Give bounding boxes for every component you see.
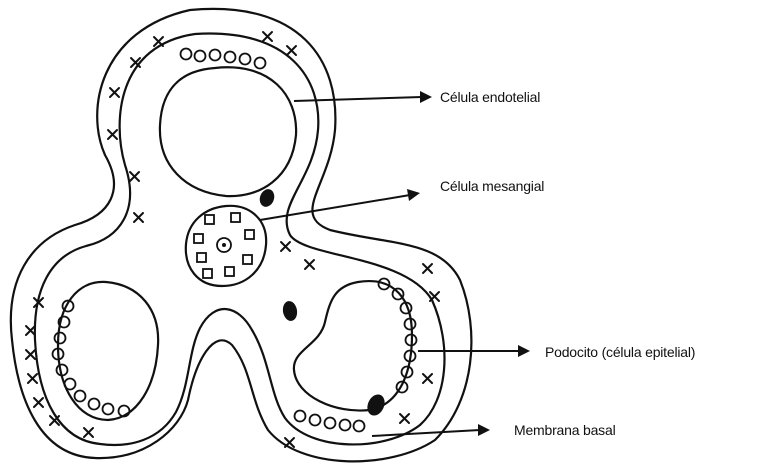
mesangial-square [197,253,206,262]
mesangial-square [245,230,254,239]
x-mark-icon [130,172,139,181]
x-mark-icon [287,46,296,55]
endothelial-circle [325,418,336,429]
mesangial-square [231,213,240,222]
nucleus-icon [364,392,388,419]
endothelial-circle [255,58,266,69]
x-mark-icon [263,32,272,41]
endothelial-circle [195,51,206,62]
x-mark-icon [28,374,37,383]
x-mark-icon [26,326,35,335]
label-endothelial-cell: Célula endotelial [440,89,540,105]
mesangial-nucleus-dot [222,243,226,247]
arrow-right-icon [407,189,420,201]
mesangial-square [225,267,234,276]
x-mark-icon [400,414,409,423]
x-mark-icon [281,242,290,251]
endothelial-circle [240,54,251,65]
x-mark-icon [423,264,432,273]
endothelial-circle [75,391,86,402]
right-capillary-lumen [294,281,412,410]
mesangial-square [203,269,212,278]
endothelial-circle [295,411,306,422]
nucleus-icon [281,300,298,322]
arrow-right-icon [478,424,490,436]
x-mark-icon [84,428,93,437]
x-mark-icon [34,398,43,407]
label-basement-membrane: Membrana basal [514,422,615,438]
x-mark-icon [305,260,314,269]
arrow-line-endothelial [294,97,422,101]
x-mark-icon [430,292,439,301]
mesangial-square [194,234,203,243]
endothelial-circle [310,415,321,426]
x-mark-icon [26,350,35,359]
endothelial-circle [225,52,236,63]
endothelial-circle [103,404,114,415]
arrow-line-membrane [372,430,480,436]
endothelial-circle [393,289,404,300]
x-mark-icon [423,374,432,383]
x-mark-icon [285,438,294,447]
upper-capillary-lumen [160,67,296,196]
endothelial-circle [210,50,221,61]
endothelial-circle [340,420,351,431]
x-mark-icon [134,213,143,222]
outer-epithelial-outline [11,9,472,461]
endothelial-circle [55,333,66,344]
x-mark-icon [154,37,163,46]
label-mesangial-cell: Célula mesangial [440,178,544,194]
mesangial-square [205,215,214,224]
arrow-right-icon [420,91,432,103]
mesangial-square [243,255,252,264]
label-podocyte: Podocito (célula epitelial) [545,344,695,360]
x-mark-icon [110,88,119,97]
arrow-right-icon [518,345,530,357]
x-mark-icon [108,130,117,139]
endothelial-circle [89,399,100,410]
arrow-line-mesangial [260,195,410,220]
mesangial-cell-outline [186,206,266,286]
endothelial-circle [65,379,76,390]
endothelial-circle [181,49,192,60]
endothelial-circle [354,421,365,432]
